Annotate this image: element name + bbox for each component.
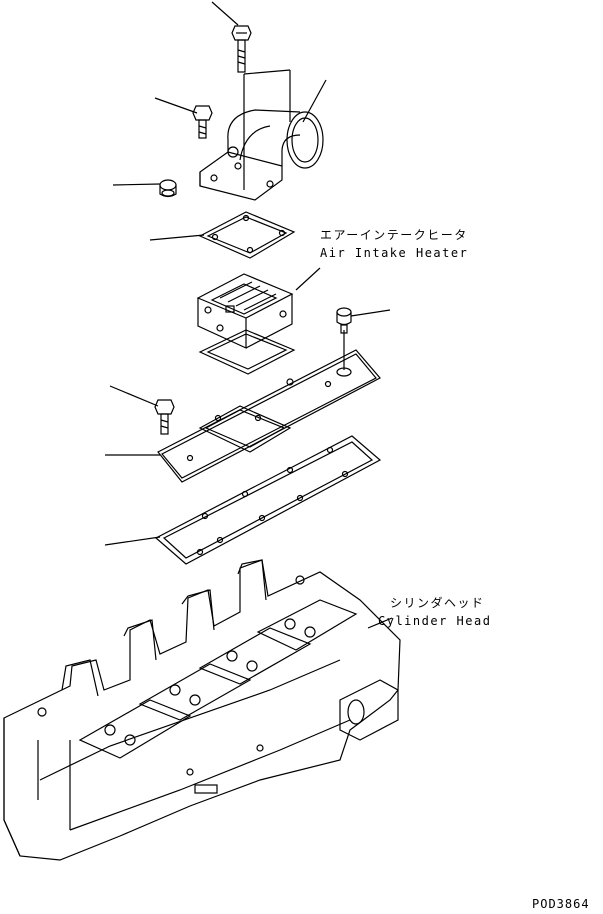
air-intake-heater-label-en: Air Intake Heater [320, 246, 469, 260]
cover-plate [157, 349, 381, 483]
intake-elbow [199, 109, 324, 201]
bolt-lower-left [154, 399, 175, 435]
gasket-elbow [198, 211, 296, 259]
cylinder-head-label-en: Cylinder Head [378, 614, 492, 628]
gasket-heater [198, 329, 296, 375]
bolt-top [231, 25, 252, 73]
air-intake-heater [196, 273, 294, 349]
drawing-code: POD3864 [532, 897, 590, 911]
cylinder-head [3, 559, 401, 861]
cylinder-head-label-jp: シリンダヘッド [390, 596, 485, 610]
plug [159, 179, 177, 198]
gasket-large [154, 435, 382, 565]
leader-lines [104, 1, 393, 629]
bolt-left [192, 105, 213, 139]
bolt-right [336, 307, 352, 334]
air-intake-heater-label-jp: エアーインテークヒータ [320, 228, 468, 242]
